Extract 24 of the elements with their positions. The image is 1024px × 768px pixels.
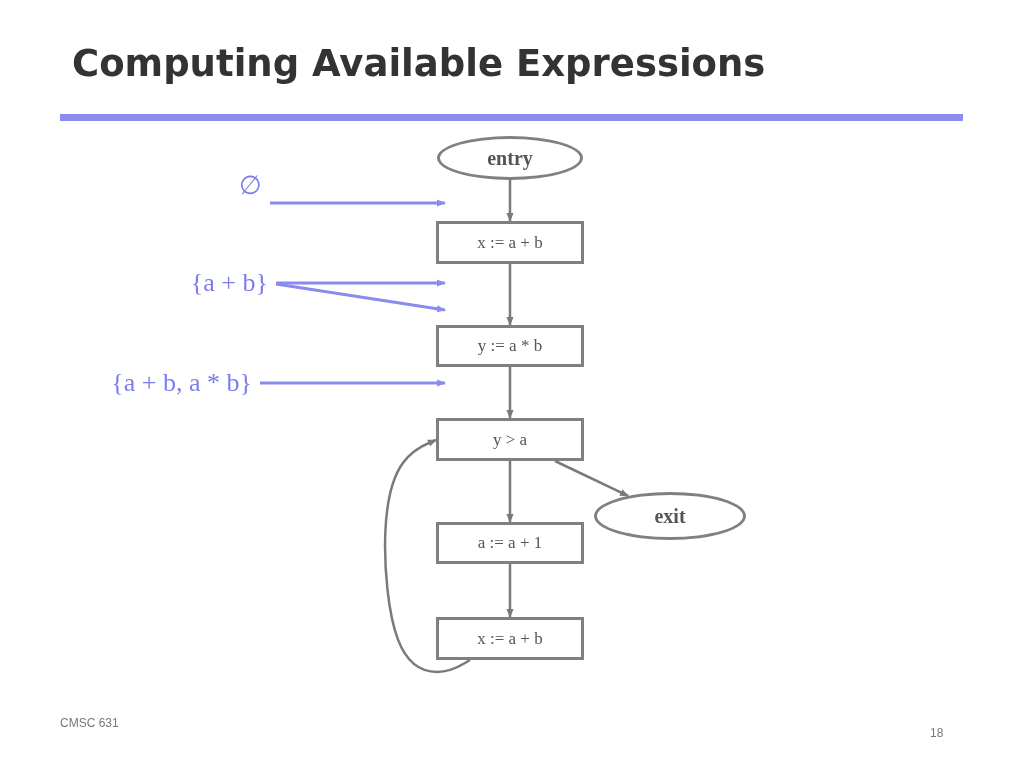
leader-line (276, 279, 446, 287)
terminal-oval: entry (437, 136, 583, 180)
available-set-label: {a + b, a * b} (50, 366, 252, 400)
statement-box: x := a + b (436, 617, 584, 660)
statement-box: a := a + 1 (436, 522, 584, 564)
slide-title: Computing Available Expressions (72, 42, 766, 85)
arrow (506, 264, 514, 326)
statement-box: y > a (436, 418, 584, 461)
available-set-label: {a + b} (120, 266, 268, 300)
arrow (554, 459, 629, 498)
leader-line (275, 282, 446, 313)
arrow (506, 461, 514, 523)
arrow (506, 180, 514, 222)
arrow (383, 438, 471, 674)
leader-line (260, 379, 446, 387)
leader-line (270, 199, 446, 207)
arrow (506, 564, 514, 618)
available-set-label: ∅ (200, 168, 262, 202)
arrow (506, 367, 514, 419)
statement-box: y := a * b (436, 325, 584, 367)
course-code: CMSC 631 (60, 716, 119, 730)
terminal-oval: exit (594, 492, 746, 540)
statement-box: x := a + b (436, 221, 584, 264)
page-number: 18 (930, 726, 944, 740)
